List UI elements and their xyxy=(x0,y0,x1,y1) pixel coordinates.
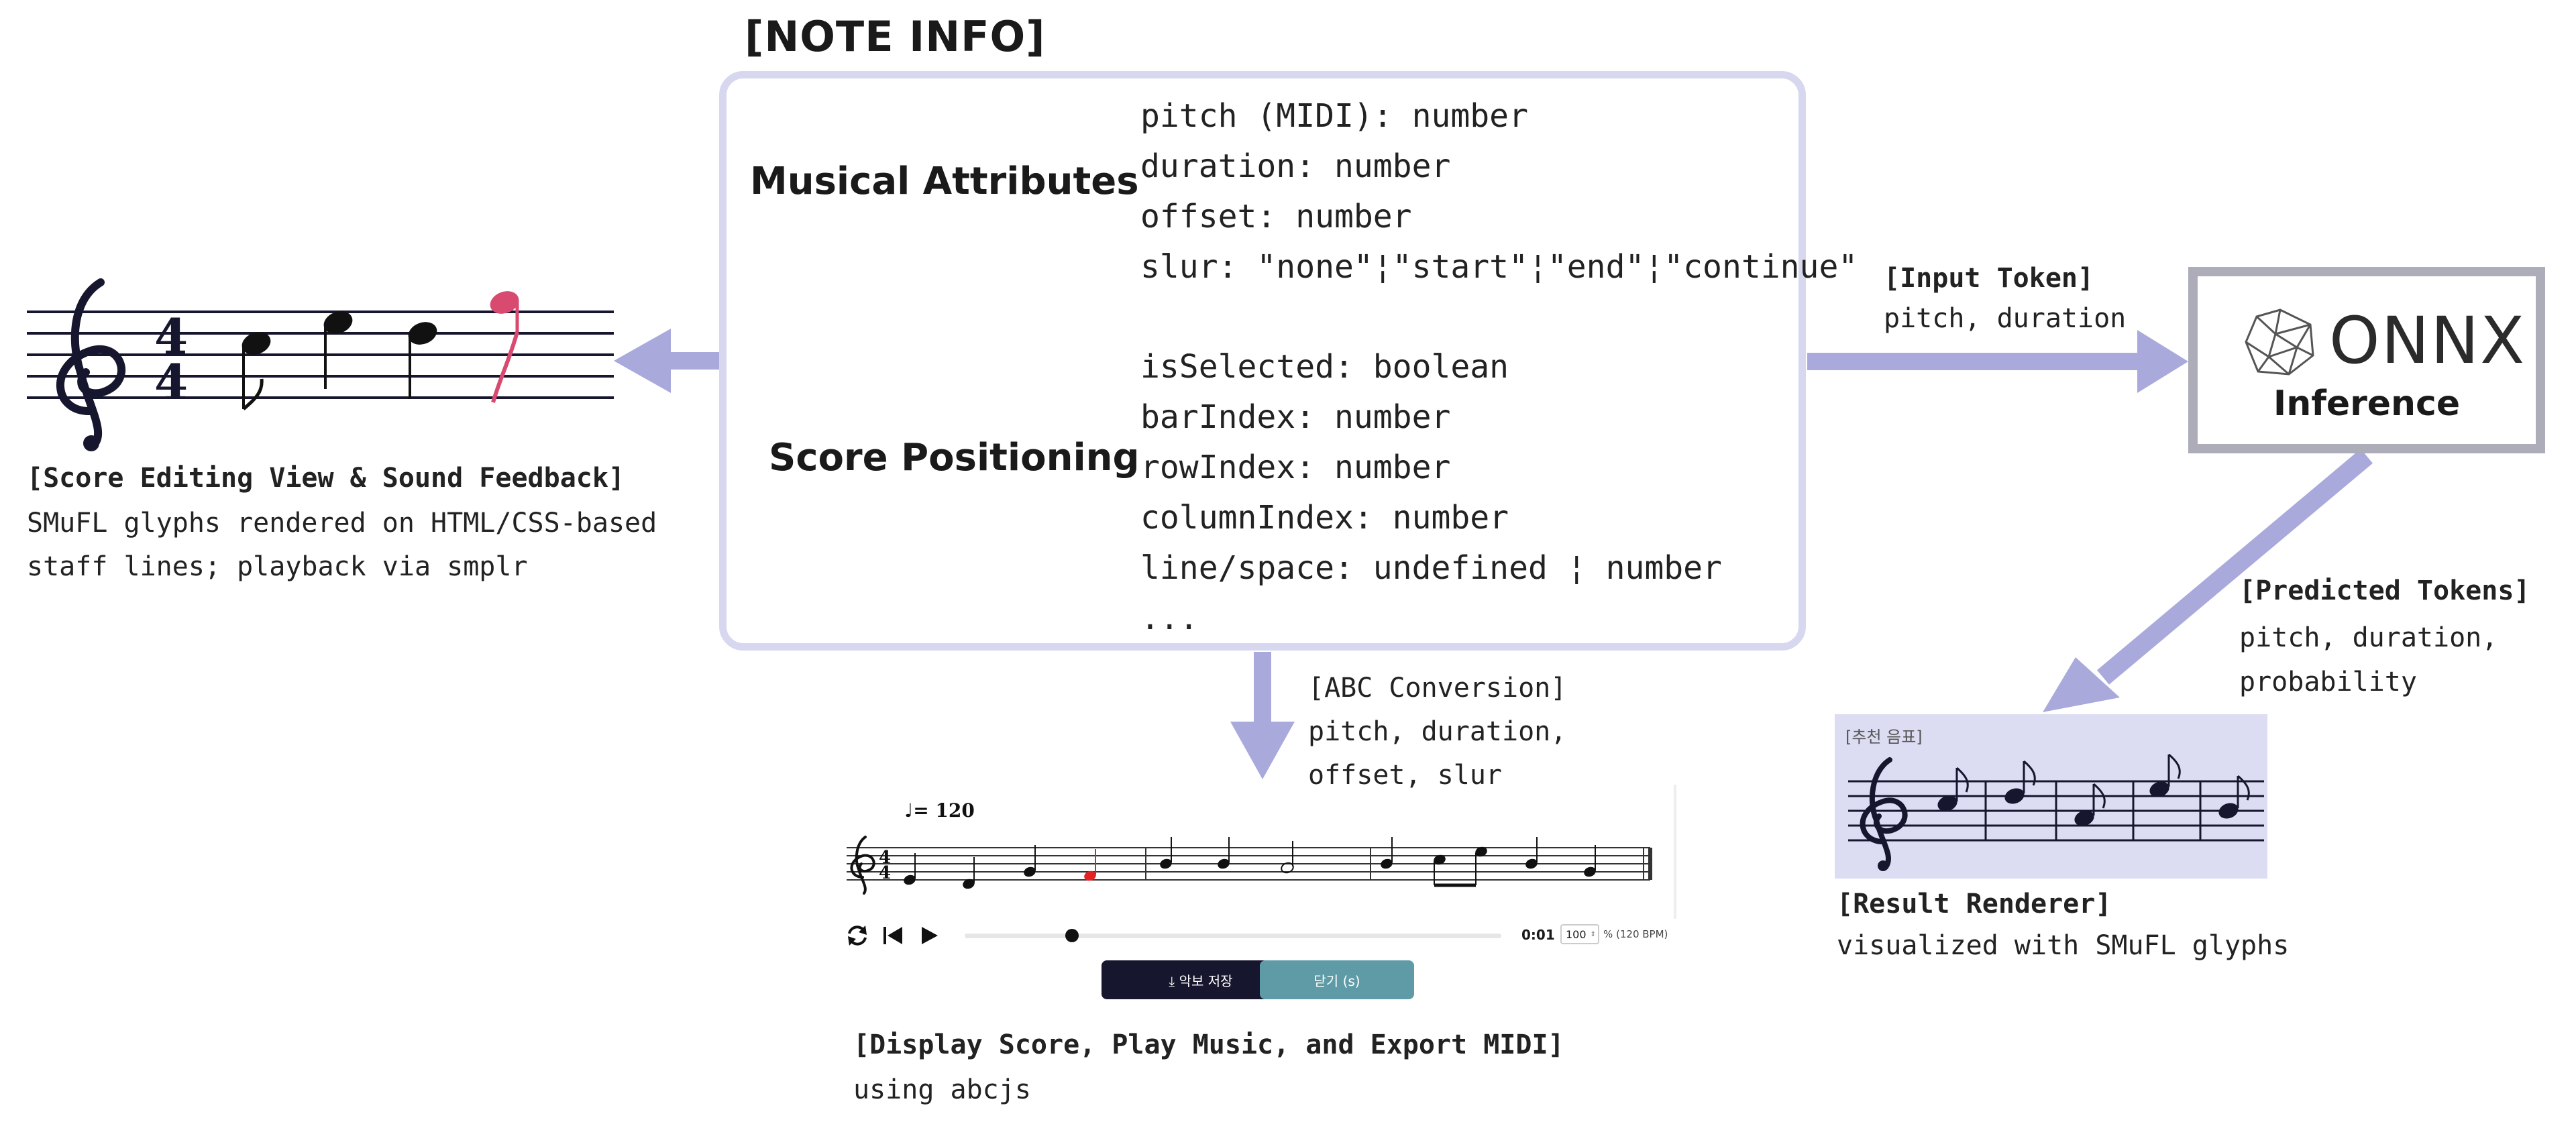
recommended-notes-badge: [추천 음표] xyxy=(1845,728,1923,746)
result-note xyxy=(2218,775,2250,819)
predicted-tokens-caption: pitch, duration, probability xyxy=(2239,616,2498,704)
abc-note-beamed[interactable] xyxy=(1474,845,1489,885)
arrow-to-abcjs xyxy=(1230,652,1295,779)
score-positioning-label: Score Positioning xyxy=(769,436,1140,480)
attr-item: columnIndex: number xyxy=(1140,499,1509,537)
time-sig-bottom: 4 xyxy=(154,353,188,410)
input-token-text: pitch, duration xyxy=(1884,303,2127,334)
abc-note[interactable] xyxy=(1379,837,1394,870)
staff-note[interactable] xyxy=(405,318,440,399)
attr-item: ... xyxy=(1140,600,1199,637)
speed-suffix: % (120 BPM) xyxy=(1603,928,1668,940)
score-editing-staff: 4 4 xyxy=(27,278,614,451)
staff-note-selected[interactable] xyxy=(487,287,522,403)
time-sig-top: 4 xyxy=(154,308,188,365)
caption-line: pitch, duration, xyxy=(2239,622,2498,653)
result-staff xyxy=(1848,753,2264,871)
close-button[interactable]: 닫기 (s) xyxy=(1260,960,1414,999)
abc-note[interactable] xyxy=(902,853,917,887)
result-note xyxy=(2149,753,2181,797)
arrow-to-score-editing xyxy=(614,329,720,393)
abc-conversion-heading: [ABC Conversion] xyxy=(1308,673,1567,704)
input-token-heading: [Input Token] xyxy=(1884,263,2094,294)
abc-note[interactable] xyxy=(1159,837,1173,870)
time-display: 0:01 xyxy=(1521,927,1555,943)
attr-item: offset: number xyxy=(1140,198,1412,235)
abc-note[interactable] xyxy=(961,857,976,891)
restart-icon[interactable] xyxy=(882,925,904,946)
attr-item: barIndex: number xyxy=(1140,398,1451,436)
onnx-logo-icon xyxy=(2245,308,2314,376)
result-note xyxy=(2074,783,2106,826)
treble-clef-icon xyxy=(56,278,126,451)
treble-clef-icon xyxy=(850,836,875,895)
attr-item: isSelected: boolean xyxy=(1140,348,1509,386)
abc-time-sig-bottom: 4 xyxy=(879,863,891,883)
onnx-inference-label: Inference xyxy=(2273,384,2461,424)
result-renderer-heading: [Result Renderer] xyxy=(1837,889,2112,919)
caption-line: offset, slur xyxy=(1308,760,1502,791)
result-renderer-panel: [추천 음표] xyxy=(1835,714,2267,879)
abc-time-sig-top: 4 xyxy=(879,848,891,868)
abc-note[interactable] xyxy=(1524,837,1539,870)
arrow-to-result-renderer xyxy=(2043,449,2373,712)
staff-note[interactable] xyxy=(321,307,356,389)
musical-attributes-list: pitch (MIDI): number duration: number of… xyxy=(1140,91,1858,292)
spinner-icon[interactable]: ⇕ xyxy=(1590,930,1596,938)
abc-note[interactable] xyxy=(1216,837,1231,870)
result-note xyxy=(2004,760,2036,804)
staff-note[interactable] xyxy=(239,328,274,410)
playback-controls: 0:01 100 ⇕ % (120 BPM) xyxy=(845,920,1690,951)
abc-conversion-caption: [ABC Conversion] pitch, duration, offset… xyxy=(1308,667,1566,797)
abcjs-text: using abcjs xyxy=(853,1074,1031,1105)
abc-note[interactable] xyxy=(1022,845,1037,879)
predicted-tokens-heading: [Predicted Tokens] xyxy=(2239,575,2530,606)
abcjs-score: ♩= 120 4 4 xyxy=(839,785,1694,919)
abc-note-half[interactable] xyxy=(1280,841,1295,875)
attr-item: duration: number xyxy=(1140,148,1451,185)
score-positioning-list: isSelected: boolean barIndex: number row… xyxy=(1140,342,1722,644)
progress-track[interactable] xyxy=(965,929,1501,942)
attr-item: slur: "none"¦"start"¦"end"¦"continue" xyxy=(1140,248,1858,286)
abc-note-selected[interactable] xyxy=(1083,849,1097,883)
abc-note[interactable] xyxy=(1582,845,1597,879)
loop-icon[interactable] xyxy=(845,924,869,947)
note-info-title: [NOTE INFO] xyxy=(745,12,1046,61)
result-renderer-text: visualized with SMuFL glyphs xyxy=(1837,930,2290,961)
caption-line: probability xyxy=(2239,667,2417,697)
score-editing-caption: SMuFL glyphs rendered on HTML/CSS-based … xyxy=(27,502,657,589)
play-icon[interactable] xyxy=(919,925,939,946)
abcjs-staff: 4 4 xyxy=(847,836,1652,895)
caption-line: SMuFL glyphs rendered on HTML/CSS-based xyxy=(27,508,657,539)
abcjs-heading: [Display Score, Play Music, and Export M… xyxy=(853,1029,1564,1060)
caption-line: pitch, duration, xyxy=(1308,716,1567,747)
attr-item: rowIndex: number xyxy=(1140,449,1451,486)
onnx-box xyxy=(2188,267,2545,453)
progress-handle[interactable] xyxy=(1065,929,1079,942)
abc-note-beamed[interactable] xyxy=(1432,853,1447,885)
attr-item: pitch (MIDI): number xyxy=(1140,97,1528,135)
speed-input[interactable]: 100 ⇕ xyxy=(1560,924,1599,944)
onnx-wordmark: ONNX xyxy=(2329,303,2526,378)
arrow-to-onnx xyxy=(1807,330,2188,393)
score-editing-heading: [Score Editing View & Sound Feedback] xyxy=(27,463,625,494)
speed-value: 100 xyxy=(1566,928,1587,941)
result-note xyxy=(1937,767,1969,811)
score-scrollbar[interactable] xyxy=(1674,785,1676,919)
treble-clef-icon xyxy=(1860,757,1908,871)
attr-item: line/space: undefined ¦ number xyxy=(1140,549,1722,587)
note-info-box xyxy=(719,71,1806,651)
tempo-marking: ♩= 120 xyxy=(904,799,975,822)
musical-attributes-label: Musical Attributes xyxy=(750,160,1139,203)
caption-line: staff lines; playback via smplr xyxy=(27,551,528,582)
